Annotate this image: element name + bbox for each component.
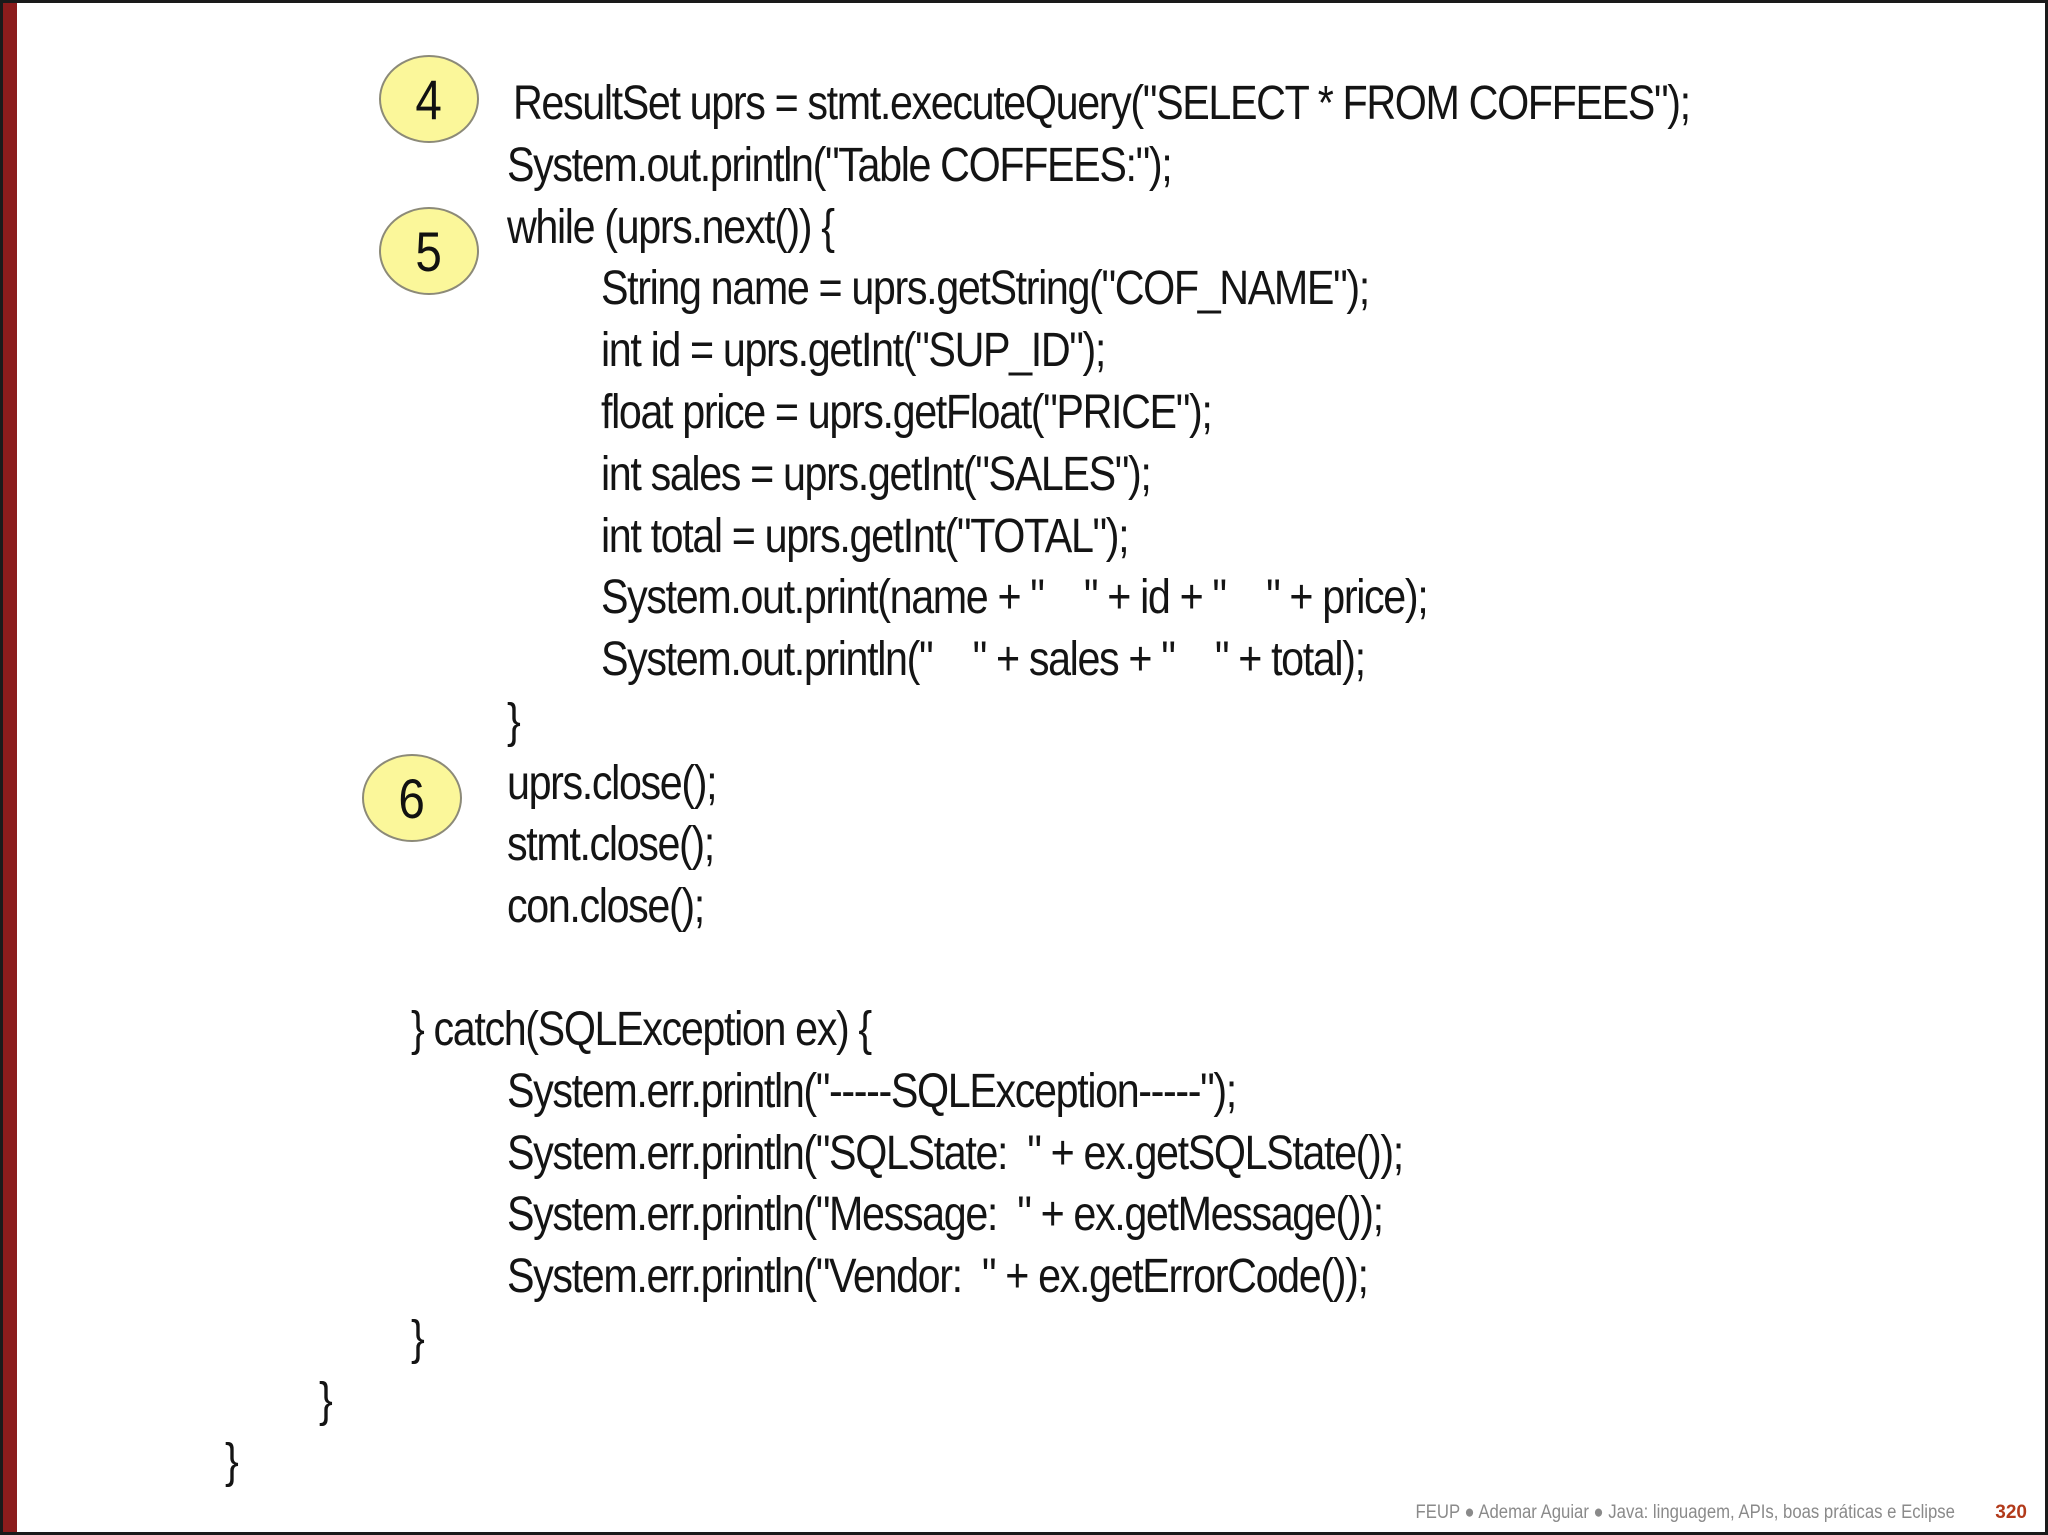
step-marker-4: 4	[379, 55, 479, 143]
code-line: System.err.println("SQLState: " + ex.get…	[507, 1127, 1404, 1180]
code-line: ResultSet uprs = stmt.executeQuery("SELE…	[513, 77, 1691, 130]
code-line: }	[319, 1374, 333, 1427]
code-line: System.err.println("Vendor: " + ex.getEr…	[507, 1250, 1369, 1303]
code-line: int id = uprs.getInt("SUP_ID");	[601, 324, 1106, 377]
code-line: int sales = uprs.getInt("SALES");	[601, 448, 1152, 501]
code-line: }	[507, 695, 521, 748]
code-line: } catch(SQLException ex) {	[411, 1003, 872, 1056]
step-marker-5: 5	[379, 207, 479, 295]
code-line: }	[225, 1435, 239, 1488]
code-line: System.err.println("Message: " + ex.getM…	[507, 1188, 1384, 1241]
code-line: float price = uprs.getFloat("PRICE");	[601, 386, 1213, 439]
code-line: while (uprs.next()) {	[507, 201, 835, 254]
code-line: String name = uprs.getString("COF_NAME")…	[601, 262, 1370, 315]
code-line: System.out.println(" " + sales + " " + t…	[601, 633, 1366, 686]
code-line: uprs.close();	[507, 757, 718, 810]
code-line: System.out.println("Table COFFEES:");	[507, 139, 1173, 192]
code-line: con.close();	[507, 880, 705, 933]
footer-credits: FEUP ● Ademar Aguiar ● Java: linguagem, …	[1415, 1502, 1956, 1523]
slide-footer: FEUP ● Ademar Aguiar ● Java: linguagem, …	[1342, 1502, 2027, 1524]
code-line: }	[411, 1312, 425, 1365]
code-line: System.out.print(name + " " + id + " " +…	[601, 571, 1429, 624]
step-number: 4	[415, 67, 443, 131]
code-line: stmt.close();	[507, 818, 715, 871]
code-line: System.err.println("-----SQLException---…	[507, 1065, 1237, 1118]
step-marker-6: 6	[362, 754, 462, 842]
step-number: 6	[398, 766, 426, 830]
slide-accent-bar	[3, 3, 17, 1532]
step-number: 5	[415, 219, 443, 283]
code-line: int total = uprs.getInt("TOTAL");	[601, 510, 1130, 563]
page-number: 320	[1995, 1502, 2027, 1523]
